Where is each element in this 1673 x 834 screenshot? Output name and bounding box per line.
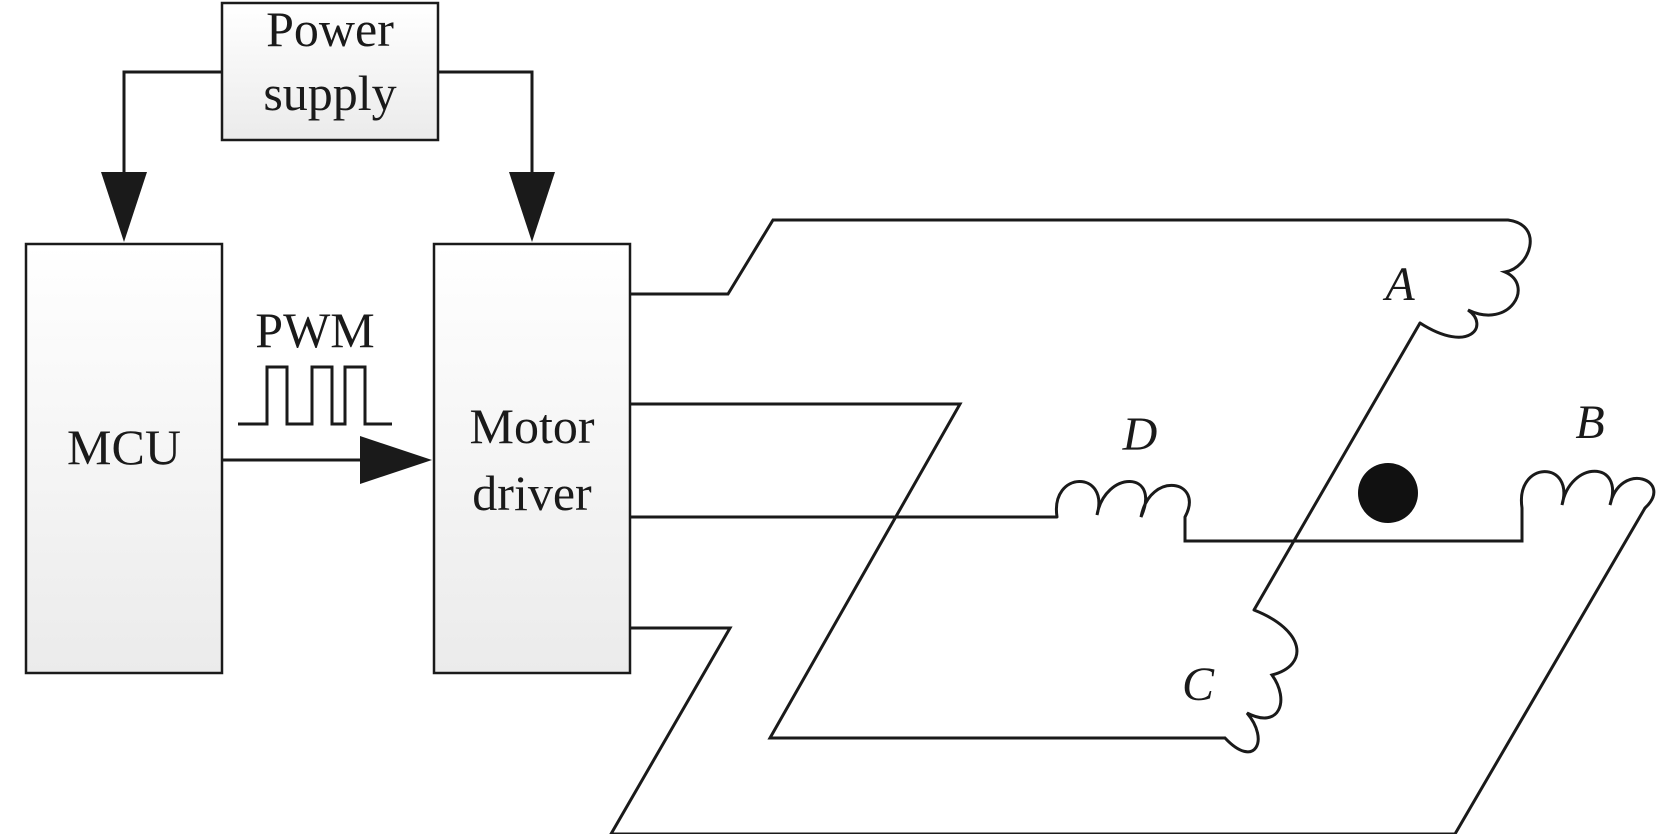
power-to-mcu-arrow	[101, 172, 147, 242]
wire-phase-a	[630, 218, 1508, 296]
motor-driver-box	[432, 242, 632, 675]
mcu-to-driver-arrow	[360, 436, 432, 484]
coil-c	[1223, 608, 1299, 754]
mcu-label: MCU	[67, 419, 181, 475]
power-supply-label-line1: Power	[266, 1, 394, 57]
wire-phase-b	[609, 507, 1647, 834]
mcu-box	[24, 242, 224, 675]
motor-driver-label-line2: driver	[472, 465, 592, 521]
power-to-driver-line	[438, 70, 534, 178]
coil-d-label: D	[1122, 408, 1158, 461]
wire-a-to-c	[1252, 322, 1422, 611]
coil-a-label: A	[1382, 258, 1415, 311]
power-supply-label-line2: supply	[263, 65, 396, 121]
coil-a	[1418, 218, 1532, 339]
wire-common	[1183, 508, 1524, 543]
wire-phase-c	[630, 402, 1225, 740]
rotor-dot	[1358, 463, 1418, 523]
power-supply-block: Power supply	[220, 1, 440, 142]
coil-b-label: B	[1575, 396, 1604, 449]
coil-b	[1520, 469, 1656, 510]
motor-driver-block: Motor driver	[432, 242, 632, 675]
motor-driver-label-line1: Motor	[470, 398, 595, 454]
power-to-driver-arrow	[509, 172, 555, 242]
coil-d	[1055, 480, 1191, 519]
pwm-waveform	[238, 365, 392, 426]
coil-c-label: C	[1182, 658, 1215, 711]
power-to-mcu-line	[122, 70, 222, 178]
power-supply-box	[220, 1, 440, 142]
pwm-label: PWM	[255, 302, 374, 358]
mcu-block: MCU	[24, 242, 224, 675]
